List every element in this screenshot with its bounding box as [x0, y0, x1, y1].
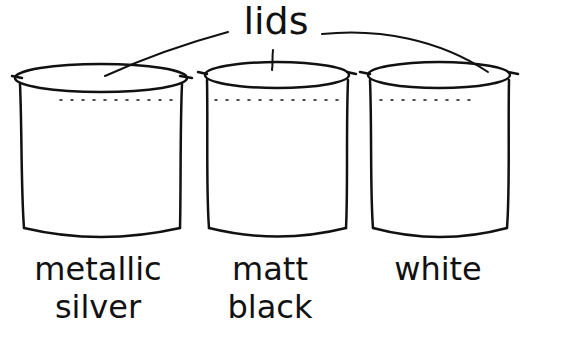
leader-line	[322, 33, 488, 72]
leader-line	[105, 32, 228, 76]
lids-label: lids	[226, 2, 326, 40]
color-label: matt black	[210, 250, 330, 326]
white-can	[360, 62, 518, 237]
leader-line	[272, 50, 273, 70]
matt-black-can	[198, 62, 356, 237]
color-label: metallic silver	[8, 250, 188, 326]
dotted-line	[60, 99, 470, 101]
color-label: white	[378, 250, 498, 288]
metallic-silver-can	[12, 64, 192, 237]
